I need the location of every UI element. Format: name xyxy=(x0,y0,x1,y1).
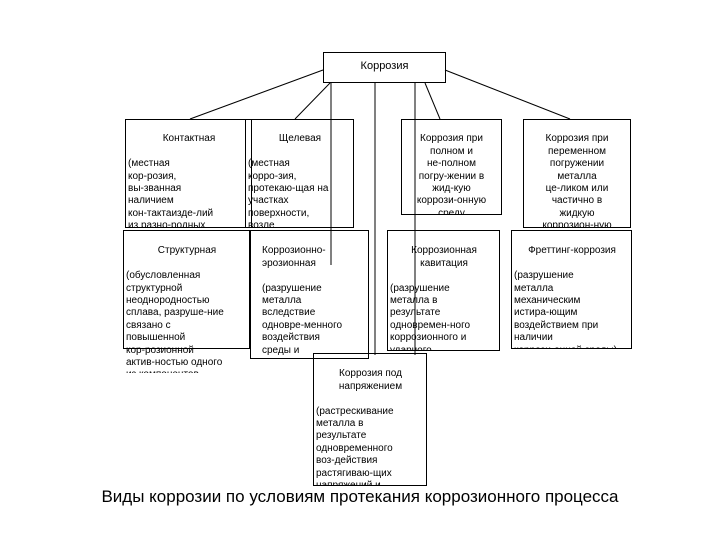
full-partial-box xyxy=(401,119,502,215)
stress-box xyxy=(313,353,427,486)
fretting-title: Фреттинг-коррозия xyxy=(528,245,616,257)
contact-box xyxy=(125,119,252,228)
cavitation-box xyxy=(387,230,500,351)
erosion-node: Коррозионно- эрозионная (разрушение мета… xyxy=(262,233,366,358)
stress-node: Коррозия под напряжением (растрескивание… xyxy=(316,356,425,485)
cavitation-body: (разрушение металла в результате одновре… xyxy=(390,282,471,350)
connector-line xyxy=(294,82,331,120)
structural-title: Структурная xyxy=(157,245,217,257)
structural-node: Структурная (обусловленная структурной н… xyxy=(126,233,248,373)
diagram-caption: Виды коррозии по условиям протекания кор… xyxy=(101,487,619,506)
alternating-box xyxy=(523,119,631,228)
fretting-node: Фреттинг-коррозия (разрушение металла ме… xyxy=(514,233,630,348)
cavitation-title: Коррозионная кавитация xyxy=(411,245,477,269)
structural-box xyxy=(123,230,250,349)
root-title: Коррозия xyxy=(360,60,409,72)
slit-node: Щелевая (местная корро-зия, протекаю-щая… xyxy=(248,121,352,227)
stress-title: Коррозия под напряжением xyxy=(338,368,403,392)
slit-body: (местная корро-зия, протекаю-щая на учас… xyxy=(248,158,329,227)
cavitation-node: Коррозионная кавитация (разрушение метал… xyxy=(390,233,498,350)
slit-box xyxy=(245,119,354,228)
alternating-node: Коррозия при переменном погружении метал… xyxy=(525,121,629,227)
contact-node: Контактная (местная кор-розия, вы-званна… xyxy=(128,121,250,227)
fretting-body: (разрушение металла механическим истира-… xyxy=(514,270,617,348)
full-partial-node: Коррозия при полном и не-полном погру-же… xyxy=(403,121,500,214)
slit-title: Щелевая xyxy=(278,133,322,145)
contact-title: Контактная xyxy=(162,133,216,145)
connector-line xyxy=(444,69,571,120)
connector-line xyxy=(189,69,324,120)
contact-body: (местная кор-розия, вы-званная наличием … xyxy=(128,158,214,227)
stress-body: (растрескивание металла в результате одн… xyxy=(316,405,394,485)
connector-line xyxy=(424,82,441,120)
erosion-box xyxy=(250,230,369,359)
fretting-box xyxy=(511,230,632,349)
erosion-title: Коррозионно- эрозионная xyxy=(262,245,326,269)
structural-body: (обусловленная структурной неоднородност… xyxy=(126,270,224,373)
root-box xyxy=(323,52,446,83)
full-partial-title: Коррозия при полном и не-полном погру-же… xyxy=(416,133,487,214)
erosion-body: (разрушение металла вследствие одновре-м… xyxy=(262,282,343,358)
alternating-title: Коррозия при переменном погружении метал… xyxy=(542,133,612,227)
